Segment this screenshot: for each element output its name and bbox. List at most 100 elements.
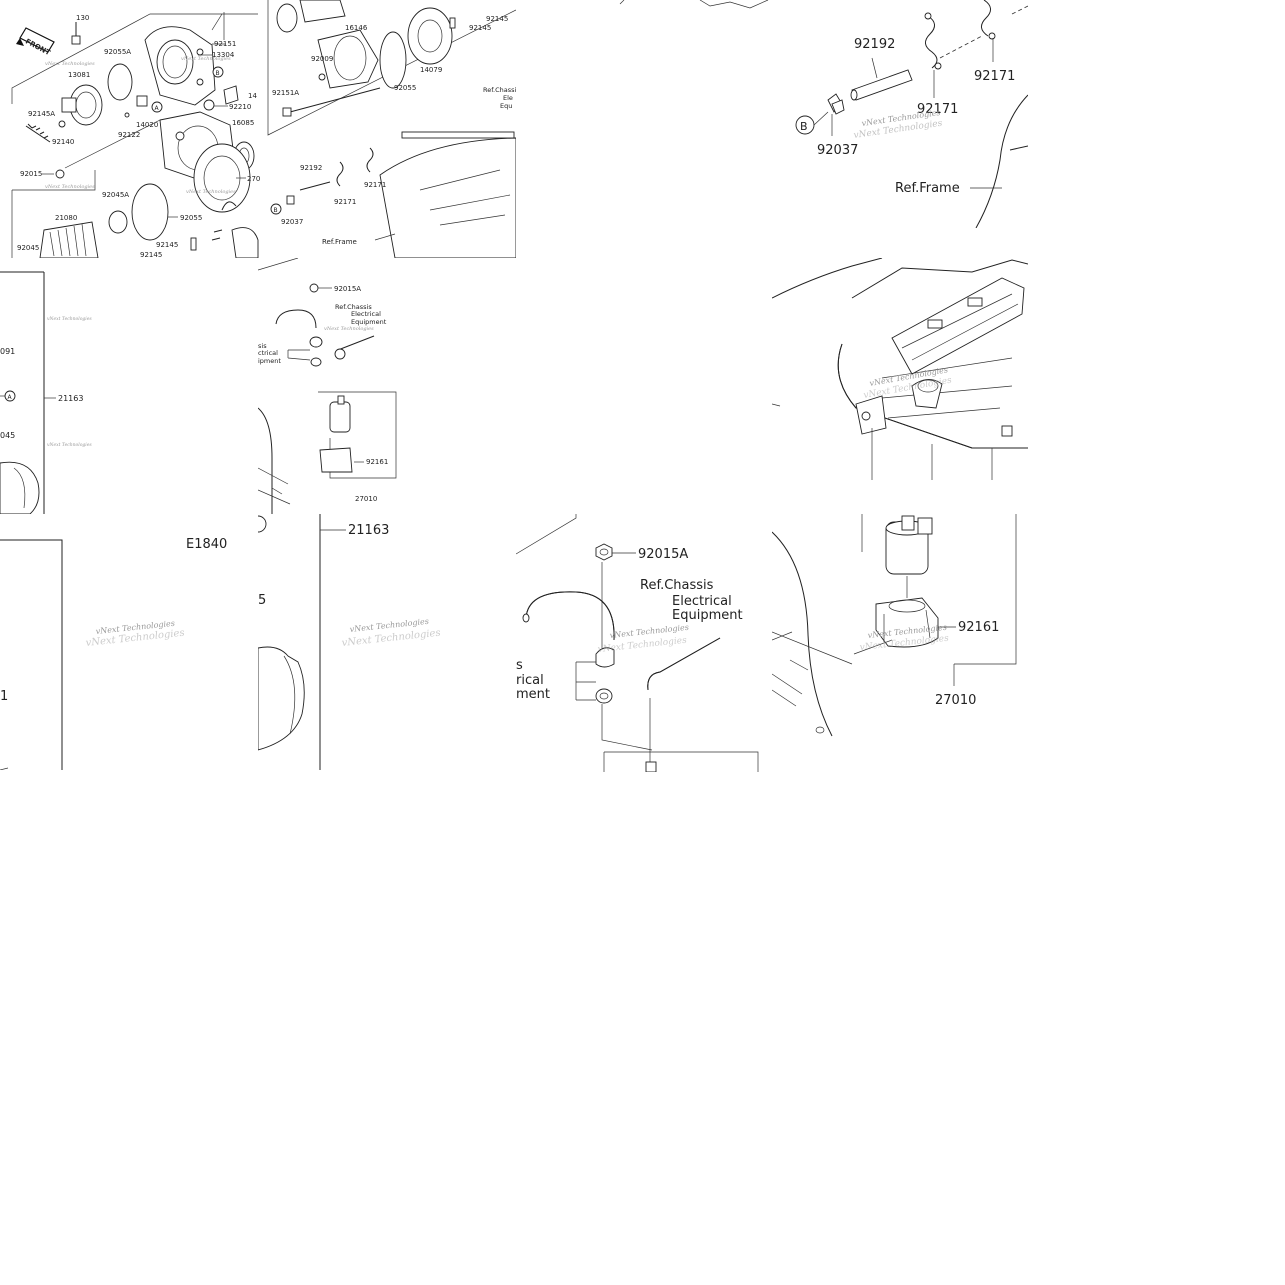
label-92151a: 92151A [272, 89, 299, 97]
relay-ref-electrical-small: Electrical [351, 310, 381, 318]
label-92171-a: 92171 [917, 102, 958, 117]
label-92145-a: 92145 [156, 241, 178, 249]
frame-rail-icon [891, 277, 1025, 375]
label-92055a: 92055A [104, 48, 131, 56]
relay-ref-chassis-small: Ref.Chassis [335, 303, 372, 311]
callout-b-overview [270, 203, 282, 215]
callout-a-small-label: A [155, 105, 160, 112]
label-091: 091 [0, 347, 15, 356]
label-13304: 13304 [212, 51, 235, 59]
relay-frame-outline [772, 531, 833, 737]
label-27010: 27010 [935, 693, 976, 708]
terminal-ring-icon [595, 688, 613, 704]
label-92055: 92055 [180, 214, 202, 222]
yoke-edge-icon [0, 461, 40, 514]
21163-zoom-drawing: 21163 5 vNext Technologies vNext Technol… [258, 514, 441, 770]
spring-right-icon [449, 17, 456, 29]
label-1: 1 [0, 689, 8, 704]
label-5: 5 [258, 593, 266, 608]
relay-ref-equipment-small: Equipment [351, 318, 387, 326]
watermark-armature-1: vNext Technologies [47, 316, 92, 322]
label-045: 045 [0, 431, 15, 440]
relay-chassis-partial-1: sis [258, 342, 267, 350]
label-92192-small: 92192 [300, 164, 322, 172]
clip-axis-line [939, 35, 983, 59]
cable-loop-icon [522, 591, 615, 641]
diagram-code-label: E1840 [186, 537, 227, 552]
armature-zoom-drawing: 21163 091 045 A vNext Technologies vNext… [0, 271, 92, 514]
long-bolt-icon [289, 87, 381, 113]
tile-relay-overview: 92015A Ref.Chassis Electrical Equipment … [258, 258, 516, 514]
clip-small-b [366, 147, 374, 173]
label-92140: 92140 [52, 138, 74, 146]
overview-frame-top [11, 13, 258, 104]
spring-92145-icon [190, 237, 197, 251]
part-14020-icon [136, 95, 148, 107]
overview-ref-equipment: Equ [500, 102, 512, 110]
watermark-overview-1: vNext Technologies [45, 61, 95, 67]
yoke-zoom-icon [258, 646, 305, 751]
bolt-130-icon [71, 22, 81, 45]
label-92161: 92161 [958, 620, 999, 635]
label-16146: 16146 [345, 24, 368, 32]
pin-92192-small-icon [299, 181, 331, 191]
chassis-partial-2: rical [516, 673, 544, 688]
frame-lines [419, 169, 511, 226]
collar-icon [276, 3, 298, 33]
label-13081: 13081 [68, 71, 90, 79]
label-92145-right-b: 92145 [469, 24, 491, 32]
relay-frame-edge [258, 407, 273, 514]
frame-zoom-drawing: vNext Technologies vNext Technologies [772, 258, 1028, 480]
chassis-partial-1: s [516, 658, 523, 673]
washer-92140-icon [58, 120, 66, 128]
relay-overview-drawing: 92015A Ref.Chassis Electrical Equipment … [258, 258, 397, 514]
relay-body-icon [885, 515, 933, 575]
label-16085: 16085 [232, 119, 254, 127]
watermark-relay-small: vNext Technologies [324, 326, 374, 332]
callout-b-small [212, 66, 224, 78]
bracket-e1840 [0, 539, 63, 770]
relay-chassis-partial-2: ctrical [258, 349, 278, 357]
label-27010-small: 27010 [355, 495, 377, 503]
nut-92210-icon [203, 99, 215, 111]
cable-small-icon [275, 309, 317, 329]
spring-92145a-icon [25, 123, 51, 143]
motor-16146-icon [317, 29, 379, 89]
label-21163: 21163 [348, 523, 389, 538]
part-14-icon [223, 85, 239, 105]
label-92161-small: 92161 [366, 458, 388, 466]
top-fragment-drawing [619, 0, 769, 9]
label-92122: 92122 [118, 131, 140, 139]
ref-chassis-label: Ref.Chassis [640, 578, 714, 593]
screw-92009-icon [318, 73, 326, 81]
callout-a-small [151, 101, 163, 113]
overview-ref-electrical: Ele [503, 94, 513, 102]
tile-frame-zoom: vNext Technologies vNext Technologies [772, 258, 1028, 480]
label-92015a-small: 92015A [334, 285, 361, 293]
nut-92015a-icon [595, 543, 613, 561]
overview-ref-chassis: Ref.Chassis [483, 86, 516, 94]
front-cover-icon [144, 26, 216, 106]
cable-straight-icon [647, 637, 721, 691]
frame-outline-top [772, 258, 883, 299]
label-21163-small: 21163 [58, 394, 83, 403]
label-92145-right-a: 92145 [486, 15, 508, 23]
relay-chassis-partial-3: ipment [258, 357, 281, 365]
watermark-overview-2: vNext Technologies [181, 56, 231, 62]
callout-b-small-label: B [216, 70, 220, 77]
oring-92055a-icon [107, 63, 133, 101]
tile-relay-zoom: 92161 27010 vNext Technologies vNext Tec… [772, 514, 1028, 738]
clips-zoom-drawing: 92192 92171 92171 92037 B [795, 0, 1028, 228]
label-92037: 92037 [817, 143, 858, 158]
brush-wire-icon [211, 201, 237, 241]
oring-right-icon [379, 31, 407, 89]
label-270: 270 [247, 175, 260, 183]
tile-21163-zoom: 21163 5 vNext Technologies vNext Technol… [258, 514, 516, 770]
label-92037-small: 92037 [281, 218, 303, 226]
callout-b-overview-label: B [274, 207, 278, 214]
label-92045-overview: 92045 [17, 244, 39, 252]
front-arrow-icon: FRONT [16, 27, 55, 57]
label-92171-small-a: 92171 [334, 198, 356, 206]
callout-b-label: B [800, 120, 808, 133]
